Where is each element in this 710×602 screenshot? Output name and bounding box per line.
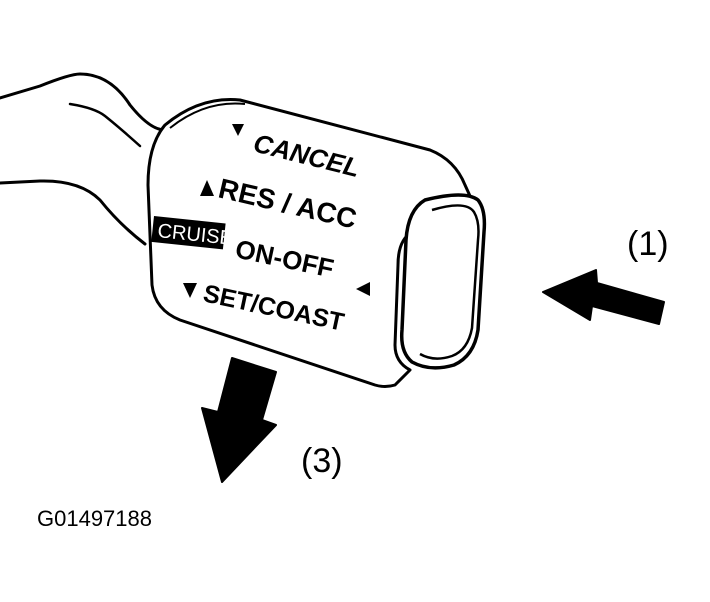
- stalk-lower-edge: [0, 179, 147, 246]
- set-coast-down-triangle-icon: [183, 283, 197, 298]
- figure-id: G01497188: [37, 506, 152, 531]
- push-callout-label: (1): [627, 225, 669, 263]
- switch-body-inner-edge: [169, 102, 246, 129]
- res-acc-up-triangle-icon: [200, 180, 214, 196]
- end-button-inner-rim: [419, 204, 480, 360]
- on-off-pointer-icon: [356, 282, 370, 296]
- pull-down-callout-label: (3): [301, 442, 343, 480]
- end-push-button[interactable]: [399, 193, 487, 370]
- cruise-badge-background: [151, 216, 226, 250]
- stalk-upper-edge: [0, 72, 167, 132]
- push-arrow-icon: [542, 269, 665, 325]
- pull-down-arrow-icon: [201, 357, 277, 483]
- switch-body-outline: [146, 98, 472, 388]
- cancel-pointer-icon: [232, 124, 244, 136]
- stalk-shade-line: [68, 102, 142, 148]
